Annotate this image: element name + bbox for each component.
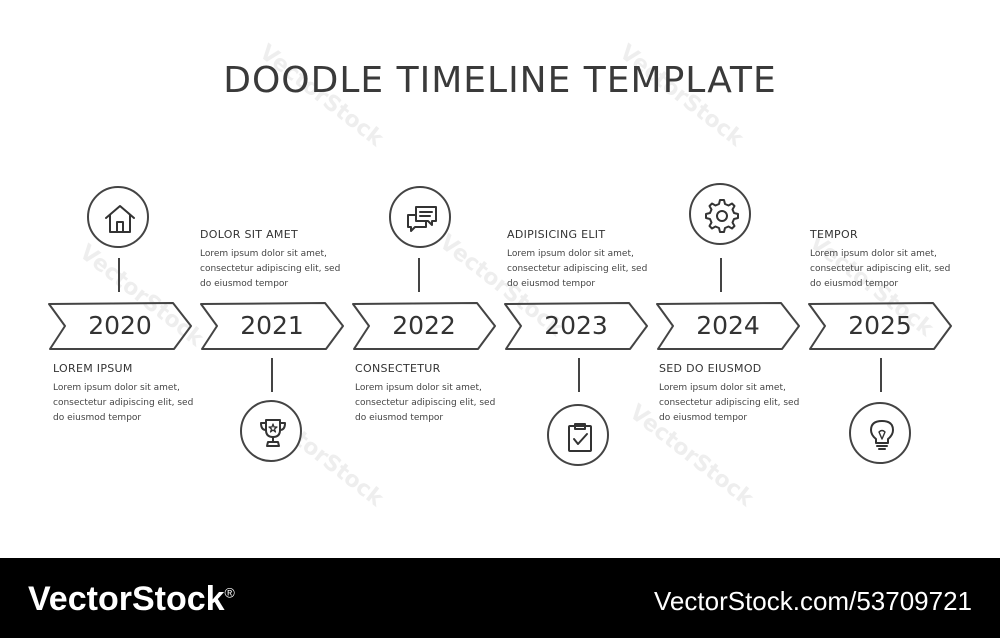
year-label: 2024 [696,311,760,340]
year-arrow: 2022 [351,301,497,351]
icon-circle [547,404,609,466]
icon-circle [87,186,149,248]
year-arrow: 2024 [655,301,801,351]
image-credit: VectorStock.com/53709721 [654,586,972,616]
home-icon [105,205,135,233]
timeline-canvas: VectorStock VectorStock VectorStock Vect… [47,40,960,512]
year-label: 2025 [848,311,912,340]
year-arrow: 2023 [503,301,649,351]
milestone-heading: LOREM IPSUM [53,362,133,375]
trophy-icon [260,419,286,447]
year-label: 2023 [544,311,608,340]
milestone-text: DOLOR SIT AMET Lorem ipsum dolor sit ame… [200,228,350,292]
icon-circle [849,402,911,464]
connector-line [578,358,580,392]
milestone-text: TEMPOR Lorem ipsum dolor sit amet, conse… [810,228,960,292]
year-label: 2020 [88,311,152,340]
icon-circle [240,400,302,462]
milestone-description: Lorem ipsum dolor sit amet, consectetur … [810,249,951,289]
icon-circle [389,186,451,248]
chat-bubbles-icon [407,206,437,232]
milestone-heading: SED DO EIUSMOD [659,362,762,375]
connector-line [880,358,882,392]
year-label: 2022 [392,311,456,340]
year-arrow: 2020 [47,301,193,351]
milestone-heading: CONSECTETUR [355,362,441,375]
milestone-heading: DOLOR SIT AMET [200,228,298,241]
milestone-description: Lorem ipsum dolor sit amet, consectetur … [200,249,341,289]
lightbulb-icon [870,420,894,450]
connector-line [118,258,120,292]
year-arrow: 2025 [807,301,953,351]
connector-line [418,258,420,292]
milestone-description: Lorem ipsum dolor sit amet, consectetur … [53,383,194,423]
milestone-description: Lorem ipsum dolor sit amet, consectetur … [659,383,800,423]
footer-bar: VectorStock® VectorStock.com/53709721 [0,558,1000,638]
page-title: DOODLE TIMELINE TEMPLATE [223,60,777,101]
milestone-description: Lorem ipsum dolor sit amet, consectetur … [355,383,496,423]
milestone-description: Lorem ipsum dolor sit amet, consectetur … [507,249,648,289]
connector-line [720,258,722,292]
milestone-text: CONSECTETUR Lorem ipsum dolor sit amet, … [355,362,505,426]
milestone-text: LOREM IPSUM Lorem ipsum dolor sit amet, … [53,362,203,426]
year-arrow: 2021 [199,301,345,351]
year-label: 2021 [240,311,304,340]
milestone-text: SED DO EIUSMOD Lorem ipsum dolor sit ame… [659,362,809,426]
milestone-heading: ADIPISICING ELIT [507,228,606,241]
milestone-text: ADIPISICING ELIT Lorem ipsum dolor sit a… [507,228,657,292]
gear-icon [705,199,739,233]
milestone-heading: TEMPOR [810,228,858,241]
icon-circle [689,183,751,245]
clipboard-check-icon [568,423,592,452]
brand-logo: VectorStock® [28,580,235,618]
connector-line [271,358,273,392]
